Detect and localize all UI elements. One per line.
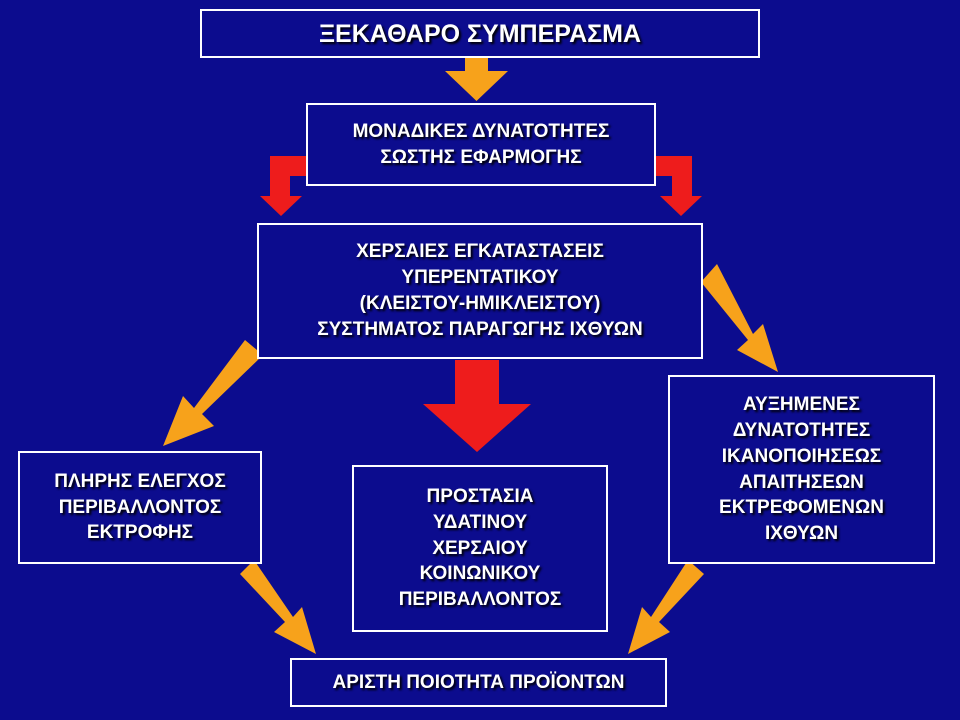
arrow-diag-to-control-icon [163, 340, 263, 446]
box-unique-possibilities: ΜΟΝΑΔΙΚΕΣ ΔΥΝΑΤΟΤΗΤΕΣ ΣΩΣΤΗΣ ΕΦΑΡΜΟΓΗΣ [306, 103, 656, 186]
arrow-diag-control-to-quality-icon [240, 560, 316, 654]
box-line: ΥΔΑΤΙΝΟΥ [432, 511, 528, 533]
arrow-elbow-right-red-icon [656, 156, 702, 216]
box-line: ΠΕΡΙΒΑΛΛΟΝΤΟΣ [398, 589, 562, 611]
box-line: ΕΚΤΡΕΦΟΜΕΝΩΝ [719, 497, 884, 519]
arrow-down-orange-icon [445, 58, 508, 101]
box-line: ΣΥΣΤΗΜΑΤΟΣ ΠΑΡΑΓΩΓΗΣ ΙΧΘΥΩΝ [317, 318, 643, 340]
box-line: (ΚΛΕΙΣΤΟΥ-ΗΜΙΚΛΕΙΣΤΟΥ) [359, 293, 601, 314]
box-line: ΙΧΘΥΩΝ [764, 523, 839, 545]
box-line: ΔΥΝΑΤΟΤΗΤΕΣ [732, 419, 871, 441]
box-line: ΑΥΞΗΜΕΝΕΣ [743, 394, 860, 416]
box-line: ΚΟΙΝΩΝΙΚΟΥ [419, 563, 541, 585]
box-line: ΜΟΝΑΔΙΚΕΣ ΔΥΝΑΤΟΤΗΤΕΣ [352, 120, 610, 142]
box-line: ΠΕΡΙΒΑΛΛΟΝΤΟΣ [58, 496, 222, 518]
box-full-control: ΠΛΗΡΗΣ ΕΛΕΓΧΟΣ ΠΕΡΙΒΑΛΛΟΝΤΟΣ ΕΚΤΡΟΦΗΣ [18, 451, 262, 564]
box-quality: ΑΡΙΣΤΗ ΠΟΙΟΤΗΤΑ ΠΡΟΪΟΝΤΩΝ [290, 658, 667, 707]
box-line: ΧΕΡΣΑΙΟΥ [432, 537, 528, 559]
box-line: ΧΕΡΣΑΙΕΣ ΕΓΚΑΤΑΣΤΑΣΕΙΣ [356, 241, 604, 263]
arrow-center-down-red-icon [423, 360, 531, 452]
arrow-diag-capabilities-to-quality-icon [628, 560, 704, 654]
box-line: ΙΚΑΝΟΠΟΙΗΣΕΩΣ [721, 445, 882, 467]
box-increased-capabilities: ΑΥΞΗΜΕΝΕΣ ΔΥΝΑΤΟΤΗΤΕΣ ΙΚΑΝΟΠΟΙΗΣΕΩΣ ΑΠΑΙ… [668, 375, 935, 564]
box-line: ΥΠΕΡΕΝΤΑΤΙΚΟΥ [401, 267, 559, 289]
arrow-diag-to-capabilities-icon [701, 264, 778, 372]
box-line: ΠΡΟΣΤΑΣΙΑ [426, 485, 534, 507]
box-line: ΑΡΙΣΤΗ ΠΟΙΟΤΗΤΑ ΠΡΟΪΟΝΤΩΝ [332, 671, 625, 693]
box-conclusion: ΞΕΚΑΘΑΡΟ ΣΥΜΠΕΡΑΣΜΑ [200, 9, 760, 58]
arrow-elbow-left-red-icon [260, 156, 306, 216]
box-protection: ΠΡΟΣΤΑΣΙΑ ΥΔΑΤΙΝΟΥ ΧΕΡΣΑΙΟΥ ΚΟΙΝΩΝΙΚΟΥ Π… [352, 465, 608, 632]
box-line: ΞΕΚΑΘΑΡΟ ΣΥΜΠΕΡΑΣΜΑ [318, 19, 642, 48]
box-line: ΠΛΗΡΗΣ ΕΛΕΓΧΟΣ [54, 470, 226, 492]
box-line: ΣΩΣΤΗΣ ΕΦΑΡΜΟΓΗΣ [380, 146, 582, 168]
box-line: ΑΠΑΙΤΗΣΕΩΝ [739, 471, 864, 493]
box-line: ΕΚΤΡΟΦΗΣ [86, 522, 194, 544]
box-land-facilities: ΧΕΡΣΑΙΕΣ ΕΓΚΑΤΑΣΤΑΣΕΙΣ ΥΠΕΡΕΝΤΑΤΙΚΟΥ (ΚΛ… [257, 223, 703, 359]
